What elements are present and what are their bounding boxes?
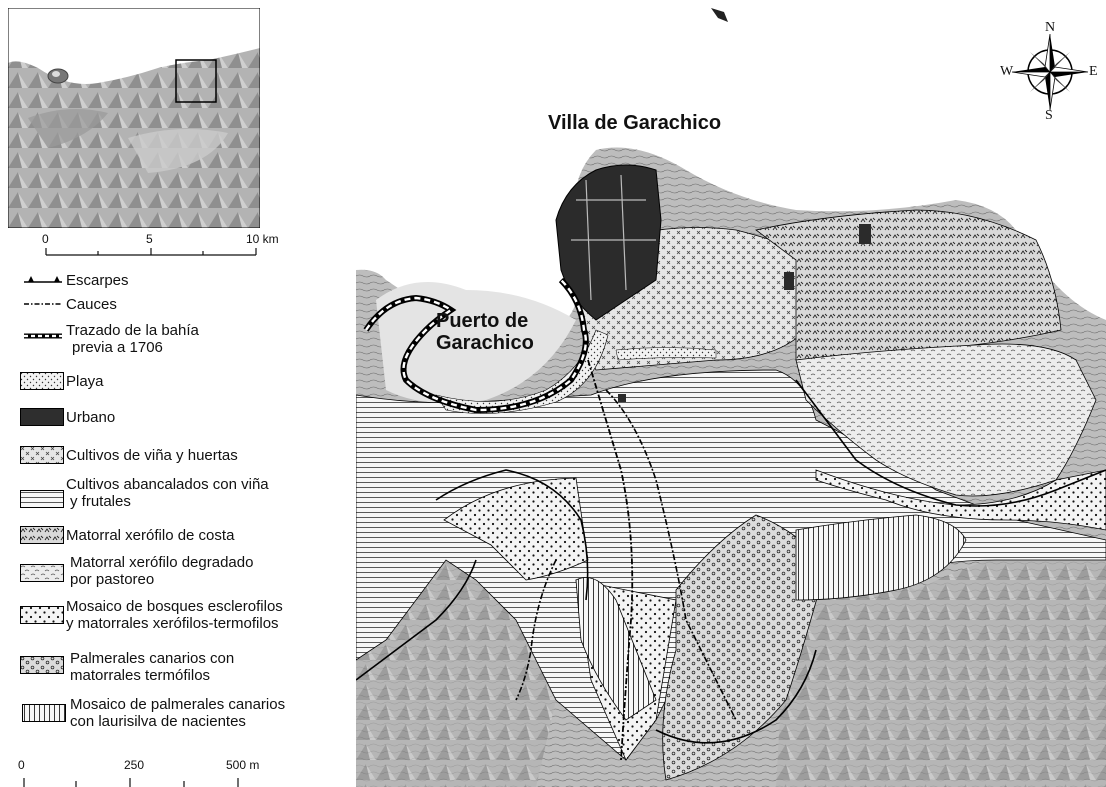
legend-label-bahia-2: previa a 1706 bbox=[72, 339, 163, 356]
legend-item-abancalados: Cultivos abancalados con viña y frutales bbox=[0, 474, 350, 514]
escarpes-symbol bbox=[24, 276, 62, 283]
legend-label-abancalados-2: y frutales bbox=[70, 493, 131, 510]
mosaico-bosques-swatch bbox=[20, 606, 64, 624]
inset-scale-tick-5: 5 bbox=[146, 232, 153, 246]
compass-south-label: S bbox=[1045, 108, 1053, 123]
place-label-puerto-de-garachico: Puerto de Garachico bbox=[436, 310, 534, 354]
legend-label-abancalados-1: Cultivos abancalados con viña bbox=[66, 476, 269, 493]
legend-label-bosques-1: Mosaico de bosques esclerofilos bbox=[66, 598, 283, 615]
legend-item-urbano: Urbano bbox=[0, 406, 350, 446]
compass-rose: N S E W bbox=[1000, 20, 1100, 123]
playa-swatch bbox=[20, 372, 64, 390]
legend-label-cauces: Cauces bbox=[66, 296, 117, 313]
main-scale-tick-0: 0 bbox=[18, 758, 25, 772]
inset-scale-bar: 0 5 10 km bbox=[8, 228, 288, 268]
legend-item-matorral-degradado: Matorral xerófilo degradado por pastoreo bbox=[0, 552, 350, 592]
main-scale-tick-250: 250 bbox=[124, 758, 145, 772]
compass-star-icon bbox=[1011, 33, 1089, 111]
bahia-symbol bbox=[24, 333, 62, 339]
main-land-use-map bbox=[356, 8, 1106, 787]
inset-scale-tick-10: 10 km bbox=[246, 232, 279, 246]
mosaico-palmerales-swatch bbox=[22, 704, 66, 722]
legend-item-escarpes: Escarpes bbox=[0, 268, 350, 308]
legend-label-bosques-2: y matorrales xerófilos-termofilos bbox=[66, 615, 279, 632]
urbano-swatch bbox=[20, 408, 64, 426]
palmerales-swatch bbox=[20, 656, 64, 674]
legend-item-playa: Playa bbox=[0, 370, 350, 410]
legend-label-degradado-2: por pastoreo bbox=[70, 571, 155, 588]
legend-label-degradado-1: Matorral xerófilo degradado bbox=[70, 554, 254, 571]
legend-label-mosaico-palmerales-2: con laurisilva de nacientes bbox=[70, 713, 246, 730]
matorral-costa-swatch bbox=[20, 526, 64, 544]
compass-west-label: W bbox=[1000, 64, 1014, 79]
compass-east-label: E bbox=[1089, 64, 1098, 79]
legend-label-palmerales-1: Palmerales canarios con bbox=[70, 650, 235, 667]
legend-label-matorral-costa: Matorral xerófilo de costa bbox=[66, 527, 235, 544]
legend-label-playa: Playa bbox=[66, 373, 104, 390]
legend-item-mosaico-palmerales: Mosaico de palmerales canarios con lauri… bbox=[0, 696, 350, 736]
main-scale-tick-500: 500 m bbox=[226, 758, 260, 772]
inset-study-area-box bbox=[175, 59, 217, 103]
inset-scale-ruler bbox=[45, 248, 257, 256]
inset-scale-tick-0: 0 bbox=[42, 232, 49, 246]
main-scale-ruler bbox=[23, 778, 239, 787]
compass-north-label: N bbox=[1045, 20, 1056, 35]
inset-location-map bbox=[8, 8, 260, 228]
map-legend: Escarpes Cauces Trazado de la bahía prev… bbox=[0, 268, 350, 748]
main-scale-bar: 0 250 500 m bbox=[8, 756, 338, 787]
vina-swatch bbox=[20, 446, 64, 464]
legend-item-mosaico-bosques: Mosaico de bosques esclerofilos y matorr… bbox=[0, 598, 350, 638]
legend-item-cauces: Cauces bbox=[0, 292, 350, 332]
matorral-degradado-swatch bbox=[20, 564, 64, 582]
legend-item-matorral-costa: Matorral xerófilo de costa bbox=[0, 524, 350, 564]
legend-label-vina: Cultivos de viña y huertas bbox=[66, 447, 238, 464]
cauces-symbol bbox=[24, 303, 62, 305]
legend-label-urbano: Urbano bbox=[66, 409, 116, 426]
legend-label-escarpes: Escarpes bbox=[66, 272, 129, 289]
legend-label-palmerales-2: matorrales termófilos bbox=[70, 667, 211, 684]
legend-item-palmerales: Palmerales canarios con matorrales termó… bbox=[0, 650, 350, 690]
legend-label-mosaico-palmerales-1: Mosaico de palmerales canarios bbox=[70, 696, 286, 713]
puerto-label-line1: Puerto de bbox=[436, 310, 529, 332]
place-label-villa-de-garachico: Villa de Garachico bbox=[548, 112, 722, 134]
legend-label-bahia-1: Trazado de la bahía bbox=[66, 322, 199, 339]
abancalados-swatch bbox=[20, 490, 64, 508]
puerto-label-line2: Garachico bbox=[436, 332, 534, 354]
legend-item-vina: Cultivos de viña y huertas bbox=[0, 444, 350, 484]
legend-item-bahia: Trazado de la bahía previa a 1706 bbox=[0, 320, 350, 360]
